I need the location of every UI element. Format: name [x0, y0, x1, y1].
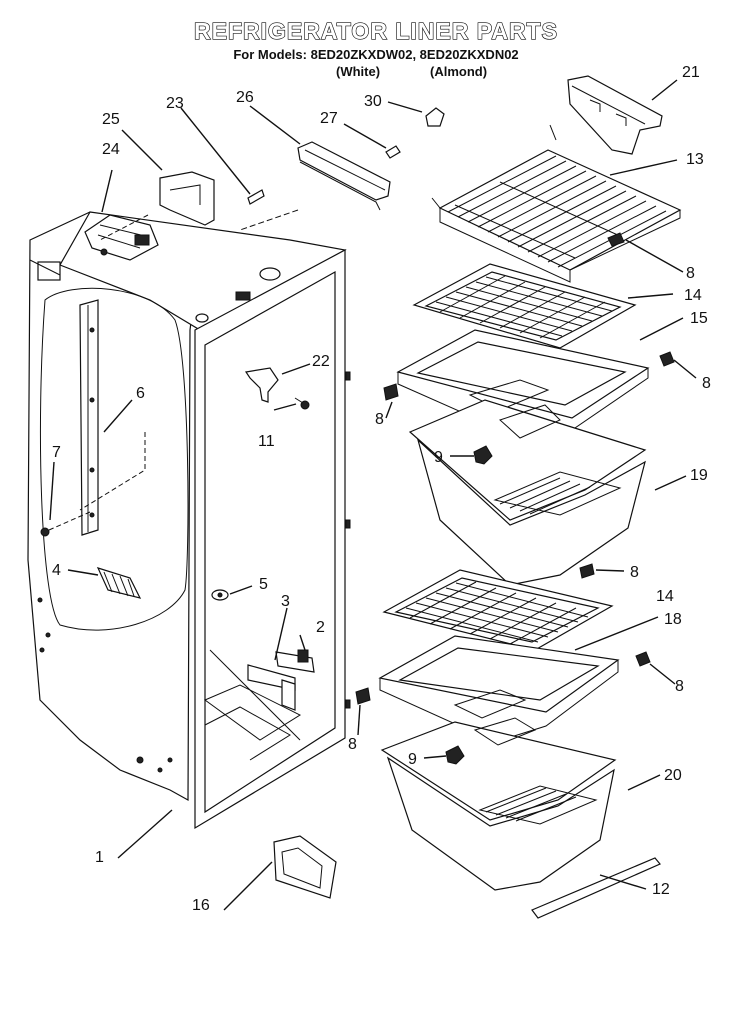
callout-14-b: 14 [656, 588, 674, 605]
variant-white: (White) [336, 64, 381, 79]
callout-23: 23 [166, 95, 184, 112]
diagram-header: REFRIGERATOR LINER PARTS For Models: 8ED… [0, 17, 752, 62]
callout-labels: 1 2 3 4 5 6 7 8 8 8 8 8 8 9 9 11 12 13 1… [52, 64, 711, 914]
models-line: For Models: 8ED20ZKXDW02, 8ED20ZKXDN02 [233, 47, 519, 62]
callout-6: 6 [136, 385, 145, 402]
callout-30: 30 [364, 93, 382, 110]
callout-15: 15 [690, 310, 708, 327]
part-14-glass-shelf-upper [412, 263, 637, 349]
part-15-crisper-cover [396, 329, 650, 439]
part-13-wire-shelf [431, 124, 682, 283]
callout-2: 2 [316, 619, 325, 636]
part-16-cover-plate [273, 835, 337, 899]
callout-20: 20 [664, 767, 682, 784]
variant-almond: (Almond) [430, 64, 488, 79]
part-14-glass-shelf-lower [382, 569, 614, 651]
callout-14-a: 14 [684, 287, 702, 304]
callout-8-e: 8 [675, 678, 684, 695]
part-22-bracket [244, 367, 279, 403]
callout-24: 24 [102, 141, 120, 158]
callout-7: 7 [52, 444, 61, 461]
callout-18: 18 [664, 611, 682, 628]
callout-8-f: 8 [348, 736, 357, 753]
callout-9-b: 9 [408, 751, 417, 768]
part-4-vent-grille [96, 567, 142, 599]
callout-8-a: 8 [686, 265, 695, 282]
callout-13: 13 [686, 151, 704, 168]
liner-cabinet [27, 211, 351, 830]
part-5-clip [211, 589, 229, 601]
callout-12: 12 [652, 881, 670, 898]
part-23-screw [247, 189, 265, 205]
callout-21: 21 [682, 64, 700, 81]
callout-8-d: 8 [630, 564, 639, 581]
callout-3: 3 [281, 593, 290, 610]
part-7-screw [40, 432, 146, 537]
part-25-light-shield [99, 171, 215, 241]
page-title: REFRIGERATOR LINER PARTS [193, 17, 558, 44]
part-19-crisper-drawer [408, 399, 647, 586]
callout-19: 19 [690, 467, 708, 484]
part-21-bin [567, 75, 663, 155]
callout-27: 27 [320, 110, 338, 127]
part-9-clips [445, 445, 493, 765]
callout-9-a: 9 [434, 449, 443, 466]
part-26-top-rail [239, 141, 391, 231]
callout-5: 5 [259, 576, 268, 593]
part-3-bracket-plate [247, 664, 296, 711]
part-24-light-housing [84, 214, 159, 261]
part-30-clip [425, 107, 445, 127]
callout-26: 26 [236, 89, 254, 106]
callout-11: 11 [258, 433, 275, 450]
callout-8-b: 8 [702, 375, 711, 392]
callout-8-c: 8 [375, 411, 384, 428]
part-18-crisper-cover [378, 635, 620, 743]
part-20-crisper-drawer [380, 717, 617, 891]
part-11-screw [294, 397, 310, 410]
part-12-trim-strip [531, 857, 661, 919]
leader-lines [49, 79, 697, 911]
callout-22: 22 [312, 353, 330, 370]
part-27-screw [385, 145, 401, 159]
part-2-small-bracket [275, 649, 315, 673]
callout-16: 16 [192, 897, 210, 914]
part-8-shelf-supports [355, 232, 675, 705]
callout-4: 4 [52, 562, 61, 579]
part-6-vertical-rail [79, 299, 99, 536]
callout-1: 1 [95, 849, 104, 866]
callout-25: 25 [102, 111, 120, 128]
